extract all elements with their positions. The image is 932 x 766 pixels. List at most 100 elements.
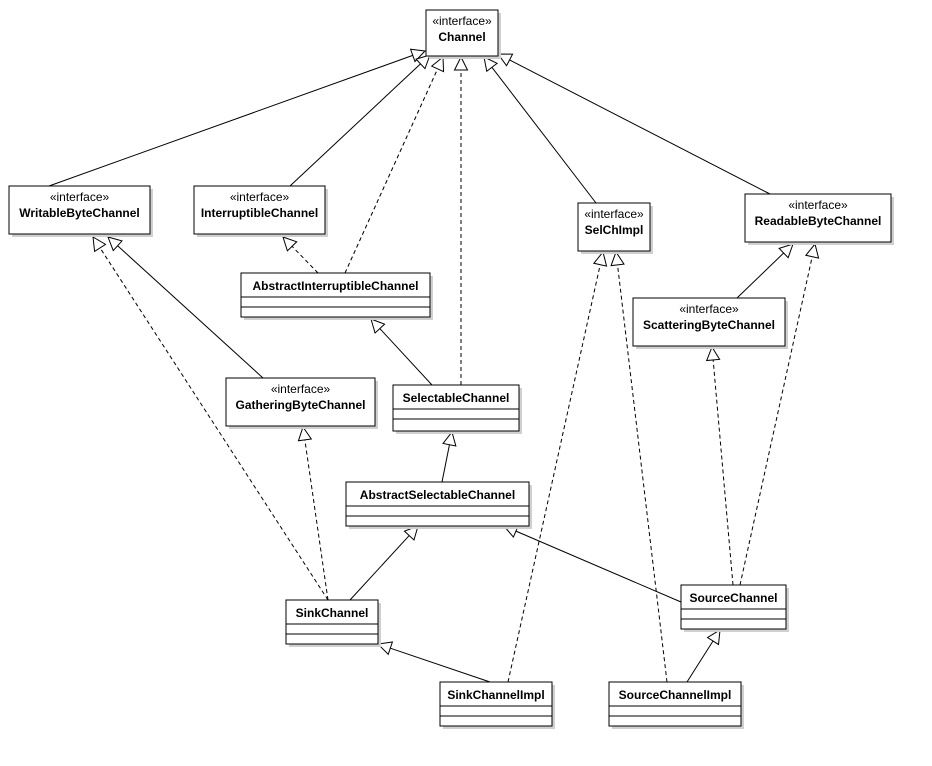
relation-line <box>712 359 734 586</box>
relation-sink-to-gathering <box>297 425 329 601</box>
generalization-arrowhead <box>804 242 820 259</box>
class-name: SelectableChannel <box>403 391 510 405</box>
class-name: SourceChannelImpl <box>619 688 732 702</box>
class-name: GatheringByteChannel <box>235 398 365 412</box>
relation-line <box>507 264 601 683</box>
relation-sinkimpl-to-sink <box>376 641 491 683</box>
generalization-arrowhead <box>409 48 427 63</box>
class-box-selchimpl[interactable]: «interface» SelChImpl <box>577 202 653 254</box>
generalization-arrowhead <box>592 250 608 267</box>
box-frame <box>193 185 326 235</box>
class-box-channel[interactable]: «interface» Channel <box>425 9 501 59</box>
class-box-source[interactable]: SourceChannel <box>680 584 789 632</box>
relation-selectable-to-channel <box>453 55 469 385</box>
box-frame <box>392 384 520 432</box>
relation-writable-to-channel <box>48 48 427 187</box>
box-frame <box>345 481 530 527</box>
generalization-arrowhead <box>778 243 794 259</box>
relation-sink-to-writable <box>92 236 329 601</box>
class-name: ReadableByteChannel <box>755 214 882 228</box>
relation-line <box>617 264 668 683</box>
class-box-sink[interactable]: SinkChannel <box>285 599 381 647</box>
box-frame <box>680 584 787 630</box>
class-name: WritableByteChannel <box>19 206 139 220</box>
class-name: AbstractInterruptibleChannel <box>252 279 418 293</box>
relation-selectable-to-absinterruptible <box>370 318 433 386</box>
relation-absselectable-to-selectable <box>441 430 457 483</box>
class-name: SourceChannel <box>689 591 777 605</box>
class-box-writable[interactable]: «interface» WritableByteChannel <box>8 185 153 237</box>
relation-line <box>736 252 784 299</box>
stereotype-label: «interface» <box>584 207 644 221</box>
class-name: InterruptibleChannel <box>201 206 318 220</box>
stereotype-label: «interface» <box>679 302 739 316</box>
relation-line <box>491 67 597 204</box>
relation-interruptible-to-channel <box>289 54 431 187</box>
class-box-scattering[interactable]: «interface» ScatteringByteChannel <box>632 297 788 349</box>
relation-line <box>289 63 421 187</box>
relation-line <box>291 245 319 274</box>
relation-line <box>304 439 329 601</box>
relation-line <box>441 444 450 483</box>
relation-source-to-absselectable <box>502 524 682 603</box>
classes-layer: «interface» Channel «interface» WritableByt… <box>8 9 894 729</box>
generalization-arrowhead <box>370 318 386 334</box>
generalization-arrowhead <box>297 425 313 442</box>
relation-line <box>117 245 264 379</box>
relation-scattering-to-readable <box>736 243 794 299</box>
class-name: Channel <box>438 30 485 44</box>
class-name: SinkChannel <box>296 606 369 620</box>
generalization-arrowhead <box>497 53 514 67</box>
class-box-sinkimpl[interactable]: SinkChannelImpl <box>439 681 555 729</box>
class-name: SelChImpl <box>585 223 644 237</box>
generalization-arrowhead <box>483 56 499 73</box>
box-frame <box>285 599 379 645</box>
class-box-selectable[interactable]: SelectableChannel <box>392 384 522 434</box>
relation-line <box>509 59 771 195</box>
generalization-arrowhead <box>430 55 445 73</box>
class-box-gathering[interactable]: «interface»GatheringByteChannel <box>225 377 378 429</box>
generalization-arrowhead <box>282 236 298 252</box>
relation-sourceimpl-to-selchimpl <box>610 250 668 683</box>
relation-line <box>349 535 410 601</box>
generalization-arrowhead <box>610 250 625 267</box>
class-box-absinterruptible[interactable]: AbstractInterruptibleChannel <box>240 272 433 320</box>
class-name: SinkChannelImpl <box>447 688 544 702</box>
relation-absinterruptible-to-channel <box>344 55 445 274</box>
class-box-sourceimpl[interactable]: SourceChannelImpl <box>608 681 744 729</box>
stereotype-label: «interface» <box>432 14 492 28</box>
box-frame <box>608 681 742 727</box>
box-frame <box>632 297 786 347</box>
generalization-arrowhead <box>376 641 394 656</box>
relation-line <box>686 640 714 683</box>
relation-selchimpl-to-channel <box>483 56 597 204</box>
box-frame <box>577 202 651 252</box>
box-frame <box>225 377 376 427</box>
relation-absinterruptible-to-interruptible <box>282 236 319 274</box>
class-name: AbstractSelectableChannel <box>360 488 515 502</box>
class-box-absselectable[interactable]: AbstractSelectableChannel <box>345 481 532 529</box>
class-name: ScatteringByteChannel <box>643 318 775 332</box>
box-frame <box>744 193 892 243</box>
stereotype-label: «interface» <box>50 190 110 204</box>
box-frame <box>425 9 499 57</box>
generalization-arrowhead <box>92 236 107 253</box>
relation-sourceimpl-to-source <box>686 629 721 683</box>
class-box-readable[interactable]: «interface»ReadableByteChannel <box>744 193 894 245</box>
relation-line <box>739 256 813 586</box>
relation-source-to-scattering <box>705 345 734 586</box>
box-frame <box>439 681 553 727</box>
relation-sinkimpl-to-selchimpl <box>507 250 608 683</box>
generalization-arrowhead <box>453 55 469 71</box>
generalization-arrowhead <box>442 430 457 447</box>
relation-line <box>515 530 682 603</box>
generalization-arrowhead <box>705 345 721 362</box>
box-frame <box>8 185 151 235</box>
class-box-interruptible[interactable]: «interface» InterruptibleChannel <box>193 185 328 237</box>
relation-line <box>390 647 491 683</box>
box-frame <box>240 272 431 318</box>
stereotype-label: «interface» <box>230 190 290 204</box>
relation-line <box>379 328 433 386</box>
relation-source-to-readable <box>739 242 820 586</box>
generalization-arrowhead <box>107 236 123 252</box>
